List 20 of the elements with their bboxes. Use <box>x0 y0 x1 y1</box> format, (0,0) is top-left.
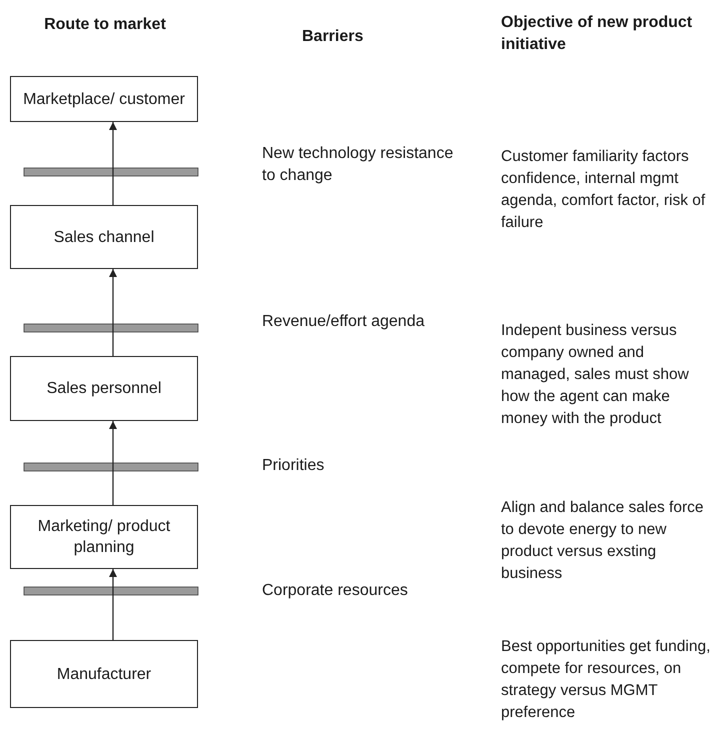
arrow <box>109 269 117 356</box>
barrier-text: Corporate resources <box>262 581 409 601</box>
objective-text: Best opportunities get funding, compete for resources, on strategy versus MGMT preference <box>501 637 711 723</box>
process-box: Marketing/ product planning <box>10 505 198 569</box>
objective-text: Indepent business versus company owned and managed, sales must show how the agent can make money with the product <box>501 321 690 429</box>
column-heading: Objective of new product initiative <box>501 13 694 55</box>
column-heading: Barriers <box>302 27 364 47</box>
process-box: Marketplace/ customer <box>10 76 198 122</box>
process-box: Sales channel <box>10 205 198 269</box>
process-box: Sales personnel <box>10 356 198 421</box>
arrow <box>109 421 117 505</box>
barrier-text: New technology resistance to change <box>262 144 454 186</box>
process-box: Manufacturer <box>10 640 198 708</box>
arrow <box>109 569 117 640</box>
barrier-text: Revenue/effort agenda <box>262 312 426 332</box>
arrow <box>109 122 117 205</box>
barrier-text: Priorities <box>262 456 326 476</box>
objective-text: Customer familiarity factors confidence, internal mgmt agenda, comfort factor, risk of failure <box>501 147 706 233</box>
objective-text: Align and balance sales force to devote energy to new product versus exsting business <box>501 498 704 584</box>
column-heading: Route to market <box>43 15 167 35</box>
